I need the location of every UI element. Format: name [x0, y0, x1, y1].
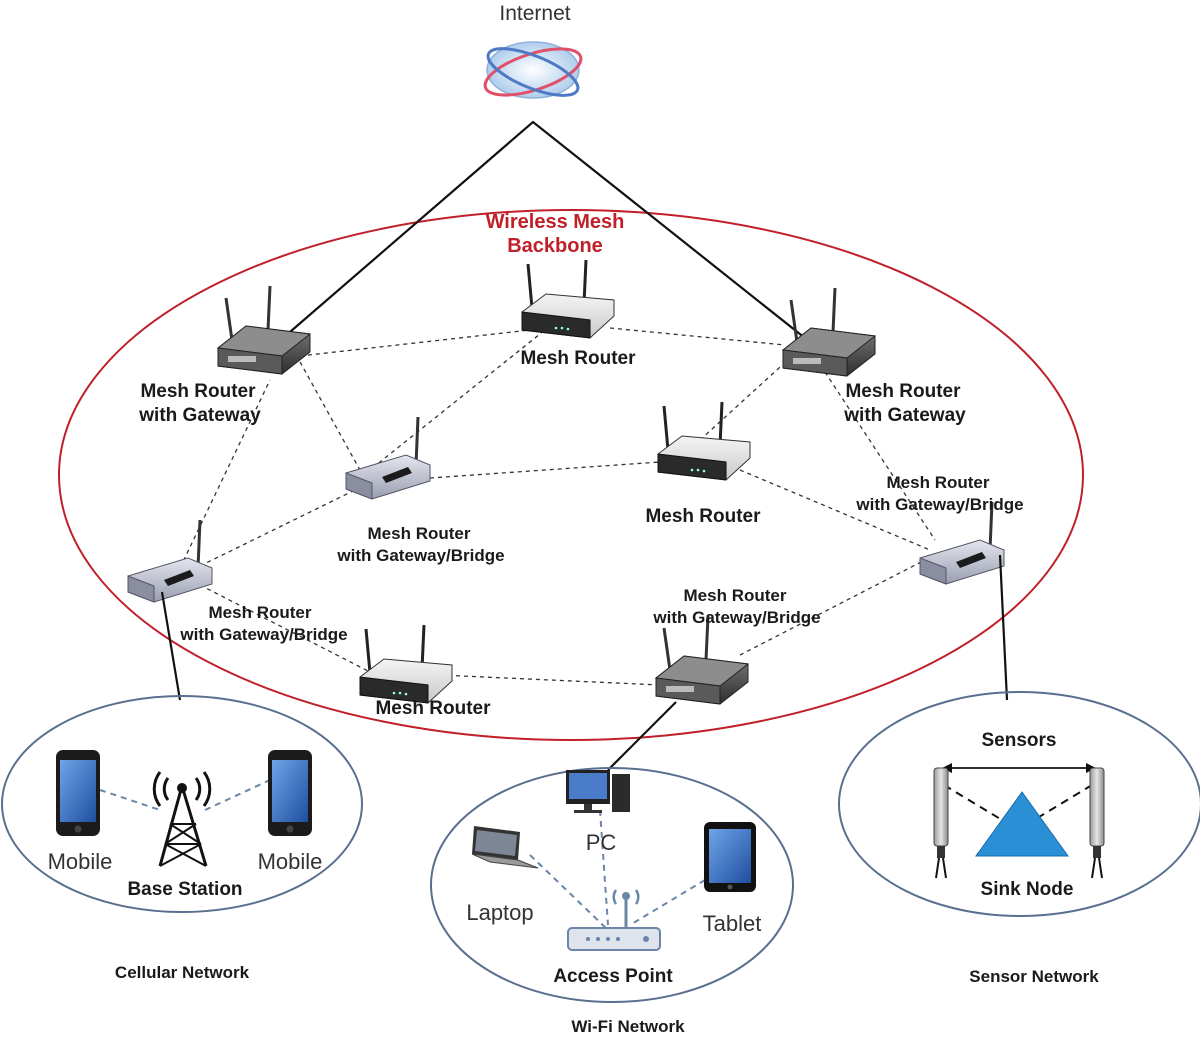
cellular-network-label: Cellular Network: [115, 963, 250, 982]
mobile-left-label: Mobile: [48, 849, 113, 874]
mesh-links: [179, 327, 936, 686]
base-station-icon: [152, 771, 212, 867]
internet-label: Internet: [499, 2, 570, 25]
backbone-ellipse: [58, 209, 1084, 741]
wifi-network-label: Wi-Fi Network: [571, 1017, 685, 1036]
sensor-right-icon: [1089, 767, 1105, 879]
cellular-network-ellipse: [1, 695, 363, 913]
tablet-label: Tablet: [703, 911, 762, 936]
internet-cloud-icon: [483, 41, 583, 99]
mobile-left-icon: [56, 750, 100, 836]
mesh-router-top-icon: [520, 258, 616, 340]
access-point-icon: [567, 889, 661, 951]
pc-icon: [566, 770, 630, 813]
sensors-label: Sensors: [982, 730, 1057, 751]
mesh-router-bridge-center-icon: [344, 415, 432, 501]
mesh-router-bridge-left-icon: [126, 518, 214, 604]
uplink-wifi: [607, 701, 677, 771]
router-bridge-right-line1: Mesh Router: [887, 473, 990, 492]
uplink-cellular: [160, 591, 182, 701]
base-station-label: Base Station: [127, 879, 242, 900]
mesh-router-gateway-left-icon: [216, 284, 312, 376]
router-gw-left-line1: Mesh Router: [140, 381, 256, 402]
laptop-icon: [471, 826, 539, 869]
tablet-icon: [704, 822, 756, 892]
mobile-right-label: Mobile: [258, 849, 323, 874]
mesh-router-bridge-bottom-icon: [654, 614, 750, 706]
router-gw-left-line2: with Gateway: [138, 405, 261, 426]
router-mid-right-line1: Mesh Router: [645, 506, 761, 527]
router-gw-right-line1: Mesh Router: [845, 381, 961, 402]
sensor-left-icon: [933, 767, 949, 879]
sink-node-icon: [975, 791, 1069, 857]
wifi-network-ellipse: [430, 767, 794, 1003]
sink-node-label: Sink Node: [981, 879, 1074, 900]
router-bridge-bottom-line1: Mesh Router: [684, 586, 787, 605]
mesh-router-bridge-right-icon: [918, 500, 1006, 586]
router-bottom-left-line1: Mesh Router: [375, 698, 491, 719]
backbone-title-line1: Wireless Mesh: [486, 211, 625, 233]
router-bridge-bottom-line2: with Gateway/Bridge: [652, 608, 820, 627]
router-gw-right-line2: with Gateway: [843, 405, 966, 426]
mobile-right-icon: [268, 750, 312, 836]
mesh-router-mid-right-icon: [656, 400, 752, 482]
access-point-label: Access Point: [553, 966, 673, 987]
pc-label: PC: [586, 830, 617, 855]
mesh-router-bottom-left-icon: [358, 623, 454, 705]
router-top-line1: Mesh Router: [520, 348, 636, 369]
router-bridge-left-line2: with Gateway/Bridge: [179, 625, 347, 644]
uplink-sensor: [998, 554, 1009, 701]
router-bridge-center-line2: with Gateway/Bridge: [336, 546, 504, 565]
internet-uplinks: [260, 120, 821, 358]
sensor-network-ellipse: [838, 691, 1200, 917]
laptop-label: Laptop: [466, 900, 533, 925]
sensor-network-label: Sensor Network: [969, 967, 1099, 986]
router-bridge-right-line2: with Gateway/Bridge: [855, 495, 1023, 514]
backbone-title-line2: Backbone: [507, 235, 603, 257]
mesh-router-gateway-right-icon: [781, 286, 877, 378]
router-bridge-left-line1: Mesh Router: [209, 603, 312, 622]
router-bridge-center-line1: Mesh Router: [368, 524, 471, 543]
